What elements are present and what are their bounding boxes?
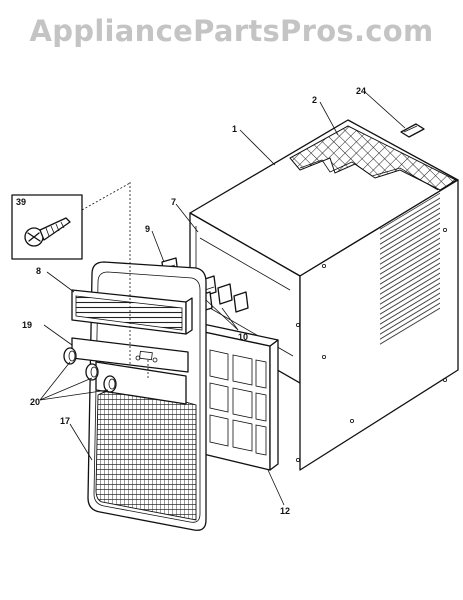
leader-lines xyxy=(39,91,406,506)
callout-7: 7 xyxy=(171,197,176,207)
watermark-logo: AppliancePartsPros.com xyxy=(29,14,434,48)
callout-1: 1 xyxy=(232,124,237,134)
callout-9: 9 xyxy=(145,224,150,234)
callout-20: 20 xyxy=(30,397,40,407)
rating-plate xyxy=(400,123,425,138)
callout-17: 17 xyxy=(60,416,70,426)
air-filter xyxy=(194,323,279,471)
alignment-lines xyxy=(129,182,149,380)
callout-24: 24 xyxy=(356,86,366,96)
front-grille xyxy=(63,261,207,531)
callout-12: 12 xyxy=(280,506,290,516)
callout-19: 19 xyxy=(22,320,32,330)
callout-10: 10 xyxy=(238,332,248,342)
callout-labels: 1 2 24 39 8 7 9 10 19 20 17 12 xyxy=(16,86,366,516)
callout-39: 39 xyxy=(16,197,26,207)
callout-2: 2 xyxy=(312,95,317,105)
screw-detail xyxy=(11,182,131,260)
callout-8: 8 xyxy=(36,266,41,276)
